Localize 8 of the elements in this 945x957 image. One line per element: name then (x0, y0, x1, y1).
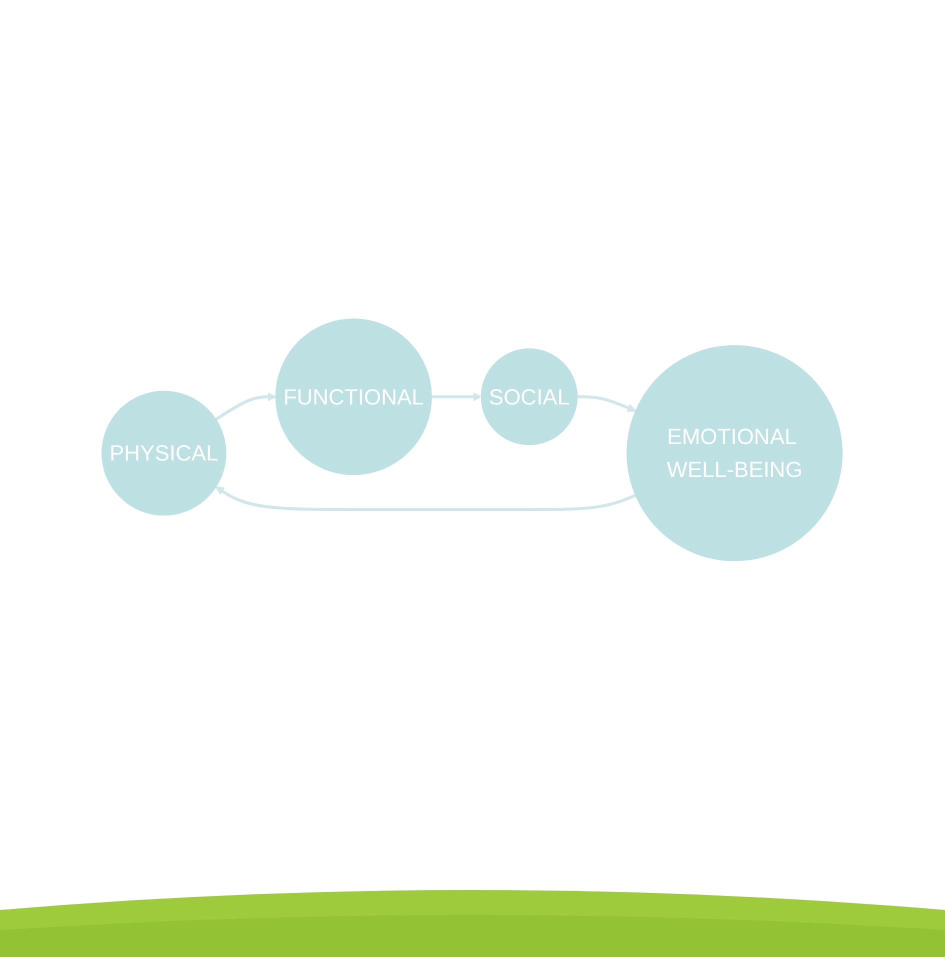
node-circle: EMOTIONAL WELL-BEING (627, 345, 844, 562)
arrow (216, 486, 637, 512)
arrow (578, 395, 637, 412)
node-circle: SOCIAL (481, 348, 578, 446)
arrow (215, 392, 277, 421)
node-circle: PHYSICAL (102, 390, 227, 516)
arrow (432, 392, 482, 402)
node-circle: FUNCTIONAL (276, 318, 432, 476)
